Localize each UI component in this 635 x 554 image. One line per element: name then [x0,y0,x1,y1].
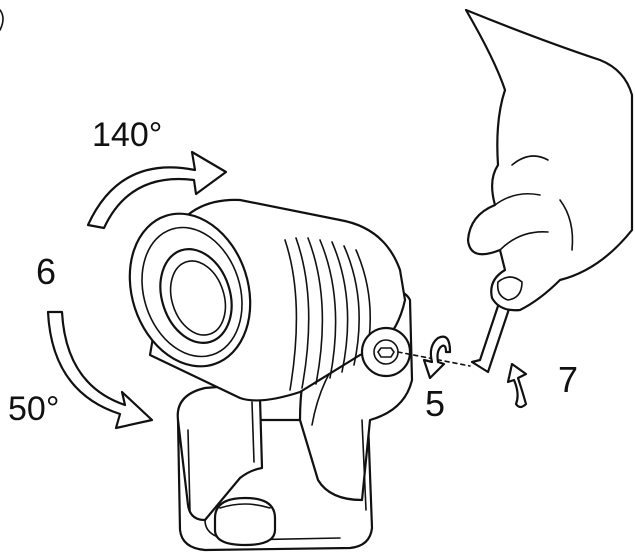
tilt-up-angle-label: 140° [92,116,162,154]
spotlight-body [128,198,407,402]
step-6-label: 6 [36,251,56,292]
pivot-screw [360,326,412,378]
step-5-label: 5 [425,383,445,424]
corner-bracket [0,9,4,31]
rotate-up-arrow-icon [86,150,228,230]
rotate-down-arrow-icon [46,310,154,430]
hand-illustration [464,8,634,312]
tilt-down-angle-label: 50° [8,390,59,428]
step-7-label: 7 [558,359,578,400]
tighten-arrow-icon [506,362,528,409]
loosen-arrow-icon [422,335,452,380]
hex-key [470,298,512,374]
